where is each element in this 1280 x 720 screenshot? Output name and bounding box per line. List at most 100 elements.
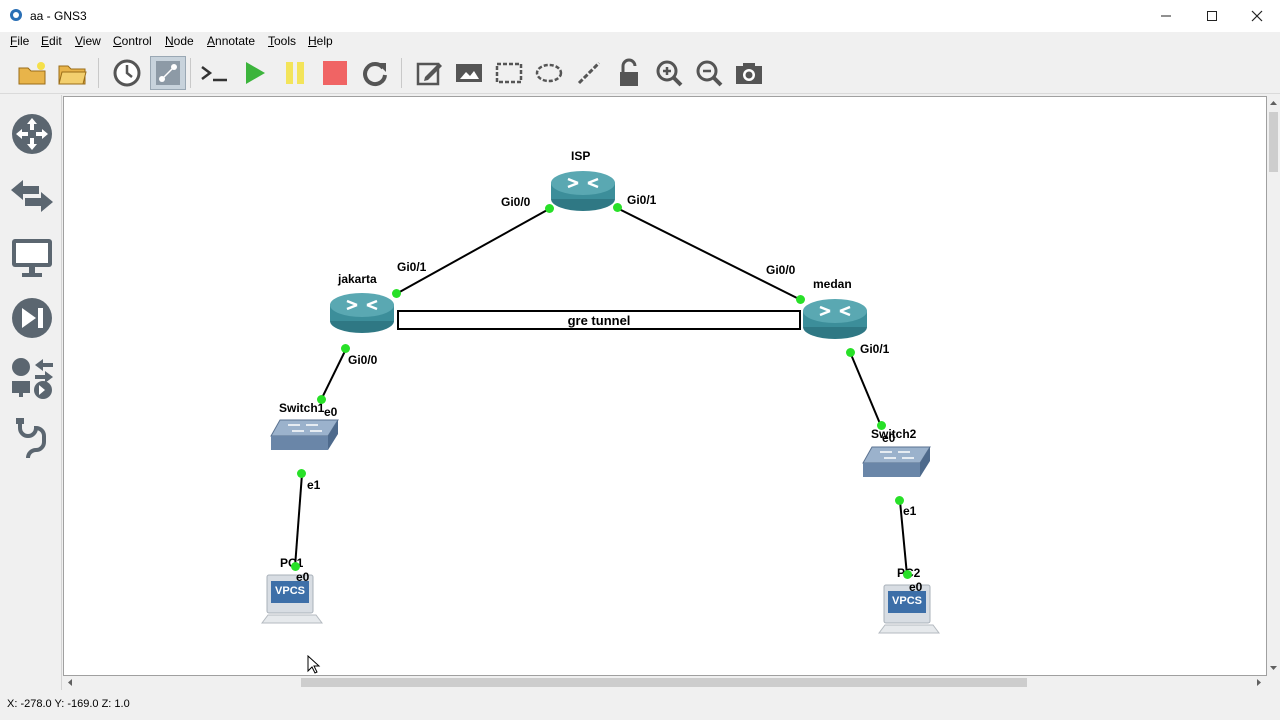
device-sidebar — [0, 95, 62, 690]
topology-canvas[interactable]: gre tunnel ISP jakarta medan Switch1 — [63, 96, 1267, 676]
all-devices-button[interactable] — [8, 354, 56, 402]
port-status-dot — [796, 295, 805, 304]
zoom-in-button[interactable] — [651, 56, 687, 90]
add-note-button[interactable] — [411, 56, 447, 90]
medan-router[interactable] — [802, 297, 868, 341]
horizontal-scrollbar[interactable] — [63, 676, 1267, 689]
cursor-coordinates: X: -278.0 Y: -169.0 Z: 1.0 — [7, 698, 130, 710]
draw-line-button[interactable] — [571, 56, 607, 90]
pc1-vpcs[interactable]: VPCS — [260, 573, 324, 633]
console-icon — [201, 66, 227, 82]
new-project-button[interactable] — [14, 56, 50, 90]
isp-gi01-port-label: Gi0/1 — [627, 193, 657, 207]
add-link-button[interactable] — [8, 415, 56, 463]
security-devices-button[interactable] — [8, 294, 56, 342]
link-isp-medan — [616, 207, 802, 301]
port-status-dot — [613, 203, 622, 212]
stop-button[interactable] — [317, 56, 353, 90]
port-status-dot — [877, 421, 886, 430]
gre-tunnel-label: gre tunnel — [567, 312, 631, 328]
switch2-e0-port-label: e0 — [882, 431, 896, 445]
port-status-dot — [545, 204, 554, 213]
link-jakarta-switch1 — [320, 348, 347, 401]
vertical-scrollbar[interactable] — [1267, 96, 1280, 676]
end-devices-button[interactable] — [8, 233, 56, 281]
links-layer — [294, 207, 908, 576]
jakarta-gi00-port-label: Gi0/0 — [348, 353, 378, 367]
draw-ellipse-button[interactable] — [531, 56, 567, 90]
maximize-icon — [1207, 11, 1217, 21]
switch1-label: Switch1 — [279, 401, 325, 415]
isp-router[interactable] — [550, 169, 616, 213]
link-switch2-pc2 — [899, 500, 908, 576]
link-medan-switch2 — [849, 351, 882, 427]
draw-rectangle-icon — [495, 62, 523, 84]
start-button[interactable] — [237, 56, 273, 90]
port-status-dot — [291, 562, 300, 571]
suspend-icon — [286, 62, 304, 84]
horizontal-scrollbar-track — [68, 678, 1261, 687]
status-bar: X: -278.0 Y: -169.0 Z: 1.0 — [0, 690, 1280, 720]
new-project-icon — [18, 62, 46, 85]
window-title: aa - GNS3 — [30, 9, 87, 23]
switch1-e1-port-label: e1 — [307, 478, 321, 492]
draw-line-icon — [577, 61, 601, 85]
scroll-up-icon — [1270, 101, 1277, 105]
screenshot-button[interactable] — [731, 56, 767, 90]
routers-button[interactable] — [8, 110, 56, 158]
port-status-dot — [317, 395, 326, 404]
switch1-e0-port-label: e0 — [324, 405, 338, 419]
switch1-switch[interactable] — [270, 418, 340, 454]
menu-edit[interactable]: Edit — [41, 34, 62, 48]
end-devices-icon — [12, 239, 52, 277]
zoom-out-button[interactable] — [691, 56, 727, 90]
menu-view[interactable]: View — [75, 34, 101, 48]
switches-button[interactable] — [8, 172, 56, 220]
suspend-button[interactable] — [277, 56, 313, 90]
scroll-right-icon — [1257, 679, 1261, 686]
port-status-dot — [895, 496, 904, 505]
port-status-dot — [903, 570, 912, 579]
insert-image-button[interactable] — [451, 56, 487, 90]
isp-label: ISP — [571, 149, 591, 163]
pc2-vpcs[interactable]: VPCS — [877, 583, 941, 643]
menu-file[interactable]: File — [10, 34, 30, 48]
minimize-icon — [1161, 15, 1171, 17]
open-project-button[interactable] — [54, 56, 90, 90]
minimize-button[interactable] — [1143, 0, 1189, 32]
console-button[interactable] — [196, 56, 232, 90]
scroll-down-icon — [1270, 666, 1277, 670]
menu-control[interactable]: Control — [113, 34, 152, 48]
screenshot-icon — [736, 63, 762, 84]
jakarta-router[interactable] — [329, 291, 395, 335]
insert-image-icon — [456, 64, 482, 82]
menu-help[interactable]: Help — [308, 34, 333, 48]
show-interface-labels-button[interactable] — [150, 56, 186, 90]
lock-button[interactable] — [611, 56, 647, 90]
gre-tunnel-annotation[interactable]: gre tunnel — [397, 310, 801, 330]
vpcs-computer-icon — [261, 574, 323, 624]
scroll-left-icon — [68, 679, 72, 686]
lock-icon — [620, 58, 638, 86]
snapshot-icon — [113, 59, 141, 87]
port-status-dot — [341, 344, 350, 353]
switches-icon — [11, 180, 53, 212]
jakarta-label: jakarta — [338, 272, 377, 286]
menu-bar: File Edit View Control Node Annotate Too… — [0, 32, 1280, 52]
menu-node[interactable]: Node — [165, 34, 194, 48]
snapshot-button[interactable] — [109, 56, 145, 90]
jakarta-gi01-port-label: Gi0/1 — [397, 260, 427, 274]
medan-label: medan — [813, 277, 852, 291]
security-devices-icon — [12, 298, 52, 338]
pc1-e0-port-label: e0 — [296, 570, 310, 584]
reload-button[interactable] — [357, 56, 393, 90]
draw-rectangle-button[interactable] — [491, 56, 527, 90]
switch2-switch[interactable] — [862, 445, 932, 481]
maximize-button[interactable] — [1189, 0, 1235, 32]
close-button[interactable] — [1234, 0, 1280, 32]
add-note-icon — [416, 62, 442, 86]
menu-annotate[interactable]: Annotate — [207, 34, 256, 48]
pc1-vpcs-badge: VPCS — [275, 585, 305, 597]
menu-tools[interactable]: Tools — [268, 34, 297, 48]
link-switch1-pc1 — [294, 473, 303, 568]
